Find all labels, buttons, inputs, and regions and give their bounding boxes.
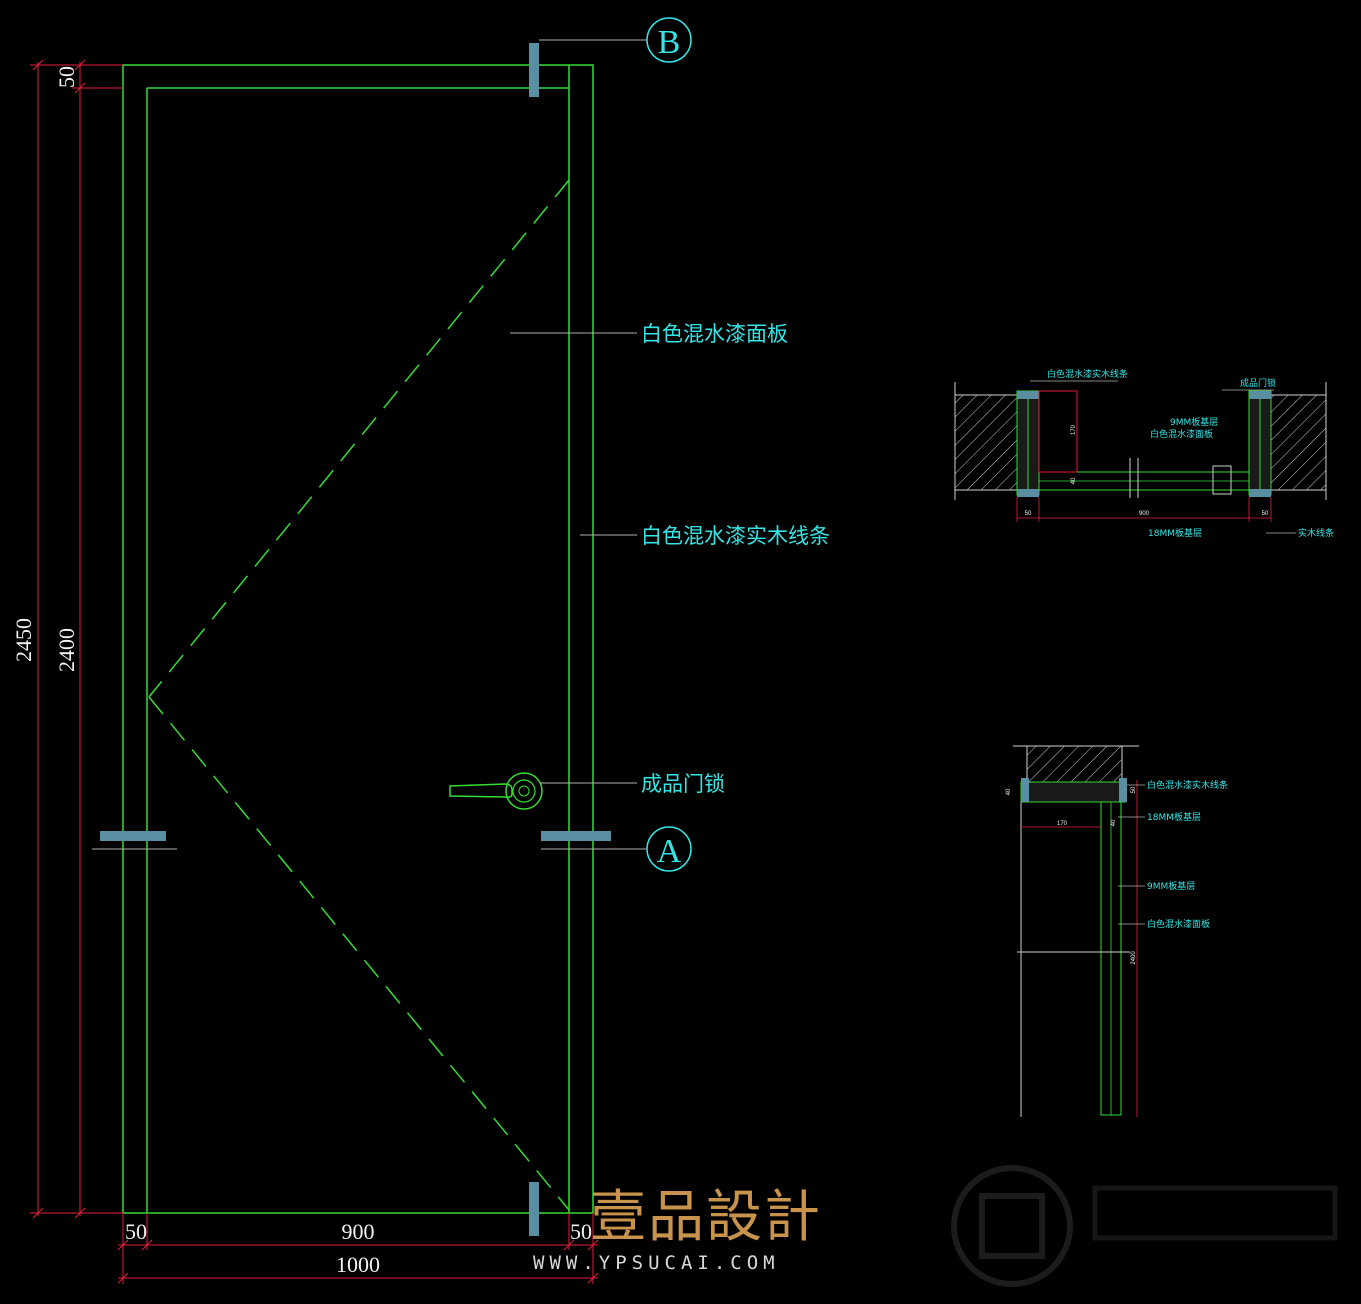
vsec-label-base9: 9MM板基层 — [1147, 880, 1195, 892]
hinge-mid-right — [541, 831, 611, 841]
hinge-mid-left — [100, 831, 166, 841]
plan-label-solid-trim: 实木线条 — [1298, 527, 1334, 539]
dim-top-frame: 50 — [54, 66, 79, 88]
plan-section: 白色混水漆实木线条 成品门锁 9MM板基层 白色混水漆面板 18MM板基层 实木… — [954, 368, 1334, 539]
vsec-dim-height-text: 2400 — [1131, 951, 1137, 965]
dim-left-frame: 50 — [125, 1219, 147, 1244]
lock-rose-inner — [512, 779, 536, 803]
vsec-dim-depth-text: 170 — [1057, 821, 1068, 827]
vertical-section: 白色混水漆实木线条 18MM板基层 9MM板基层 白色混水漆面板 40 170 … — [1006, 745, 1228, 1117]
plan-dim-depth: 170 — [1071, 424, 1077, 435]
label-trim: 白色混水漆实木线条 — [641, 524, 830, 548]
vsec-dim-top: 50 — [1131, 786, 1137, 793]
plan-dimensions — [1016, 391, 1272, 522]
plan-label-panel: 白色混水漆面板 — [1150, 428, 1213, 440]
lock-handle — [449, 783, 513, 798]
hinge-bottom — [529, 1182, 539, 1236]
vsec-label-trim: 白色混水漆实木线条 — [1147, 779, 1228, 791]
dim-leaf-width: 900 — [342, 1219, 375, 1244]
plan-label-trim: 白色混水漆实木线条 — [1047, 368, 1128, 380]
plan-wall-left — [954, 394, 1018, 491]
dim-total-width: 1000 — [336, 1252, 380, 1277]
watermark-logo-mark — [979, 1193, 1045, 1259]
hinge-top — [529, 43, 539, 97]
swing-line-upper — [148, 179, 570, 698]
door-elevation: B A 白色混水漆面板 白色混水漆实木线条 成品门锁 — [11, 17, 830, 1284]
dim-right-frame: 50 — [570, 1219, 592, 1244]
plan-wall-right — [1270, 394, 1327, 491]
vsec-head-trim-l — [1021, 778, 1029, 802]
label-lock: 成品门锁 — [641, 772, 725, 796]
section-tag-a-circle — [646, 826, 692, 872]
section-tag-a: A — [657, 833, 682, 870]
watermark-brand: 壹品設計 — [590, 1185, 822, 1250]
section-tag-b-circle — [646, 17, 692, 63]
label-panel: 白色混水漆面板 — [641, 322, 788, 346]
lock-rose-outer — [505, 772, 543, 810]
plan-jamb-left-trim-b — [1017, 489, 1039, 497]
vsec-head-jamb — [1020, 781, 1126, 803]
plan-hardware — [1212, 465, 1232, 495]
watermark-logo-circle — [951, 1165, 1073, 1287]
lock-rose-core — [518, 785, 530, 797]
door-frame-outer — [122, 64, 594, 1214]
plan-dim-left: 50 — [1025, 511, 1032, 517]
watermark-logo-bar — [1092, 1185, 1338, 1241]
plan-jamb-right-trim — [1249, 391, 1271, 399]
watermark: 壹品設計 WWW.YPSUCAI.COM — [533, 1165, 1338, 1287]
vsec-label-panel: 白色混水漆面板 — [1147, 918, 1210, 930]
plan-label-lock: 成品门锁 — [1240, 377, 1276, 389]
plan-jamb-left-trim — [1017, 391, 1039, 399]
door-lock — [449, 772, 543, 810]
plan-label-core-base: 9MM板基层 — [1170, 416, 1218, 428]
dim-leaf-height: 2400 — [54, 628, 79, 672]
vsec-dim-left: 40 — [1006, 788, 1012, 795]
vsec-label-base18: 18MM板基层 — [1147, 811, 1201, 823]
vsec-head-wall — [1026, 745, 1123, 783]
watermark-url: WWW.YPSUCAI.COM — [533, 1252, 780, 1274]
swing-line-lower — [148, 696, 570, 1211]
section-tag-b: B — [658, 24, 681, 61]
plan-break-mark — [1129, 458, 1139, 498]
plan-jamb-right-trim-b — [1249, 489, 1271, 497]
horizontal-dimensions — [117, 1213, 599, 1284]
vsec-head-trim-r — [1119, 778, 1127, 802]
plan-dim-jamb: 40 — [1071, 477, 1077, 484]
plan-dim-middle: 900 — [1139, 511, 1150, 517]
plan-label-base-bottom: 18MM板基层 — [1148, 527, 1202, 539]
vertical-dimensions — [30, 59, 123, 1219]
plan-dim-right: 50 — [1262, 511, 1269, 517]
vsec-dim-core: 40 — [1111, 819, 1117, 826]
dim-total-height: 2450 — [11, 618, 36, 662]
